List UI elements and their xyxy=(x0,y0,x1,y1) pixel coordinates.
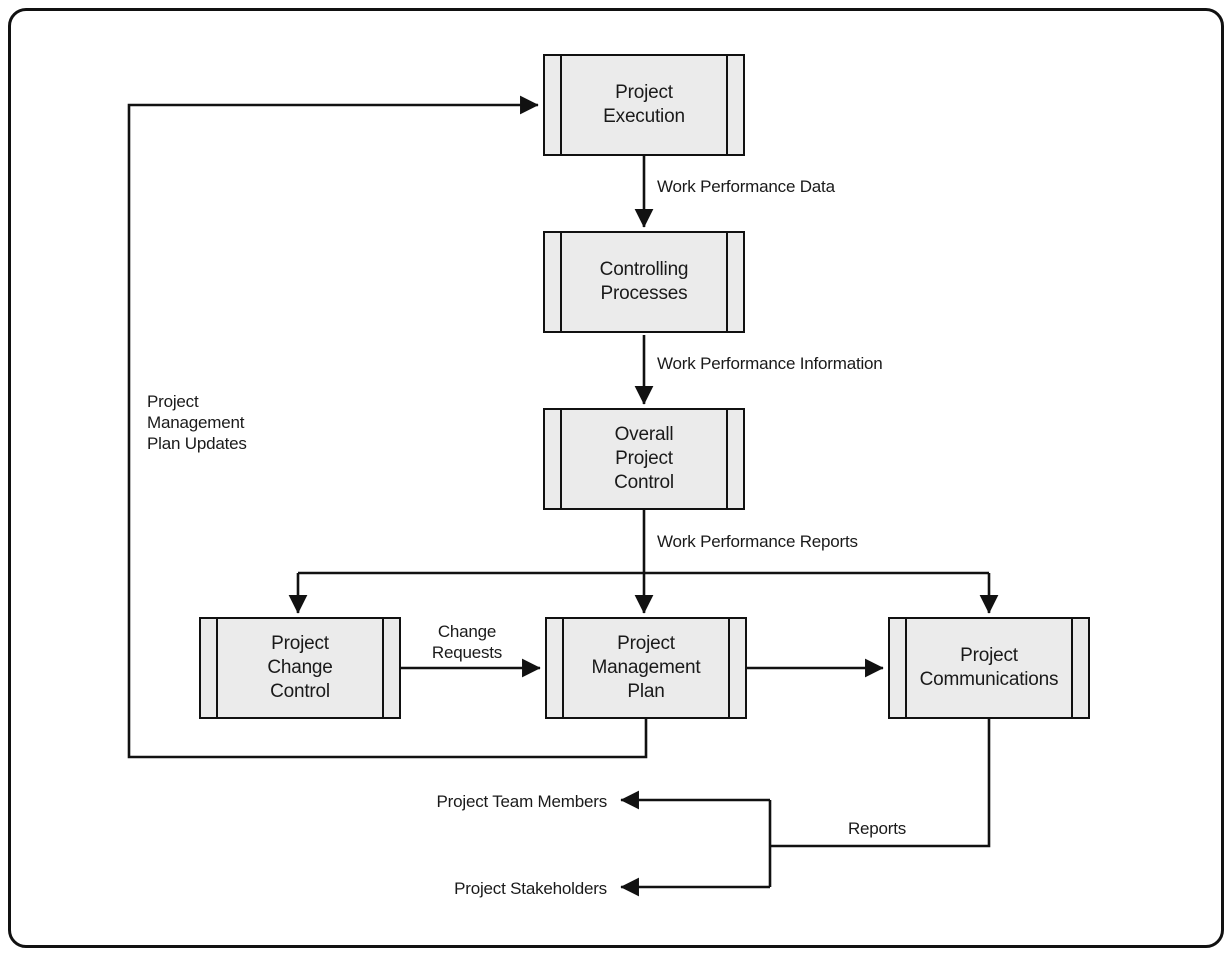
box-project-change-control: Project Change Control xyxy=(199,617,401,719)
label-work-performance-data: Work Performance Data xyxy=(657,177,835,196)
feedback-loop-plan-updates-line xyxy=(127,95,648,759)
box-project-management-plan-label: Project Management Plan xyxy=(591,633,701,702)
box-project-communications-label: Project Communications xyxy=(919,645,1059,690)
label-project-management-plan-updates: Project Management Plan Updates xyxy=(147,392,247,453)
label-work-performance-information: Work Performance Information xyxy=(657,354,883,373)
box-project-change-control-label: Project Change Control xyxy=(267,633,333,702)
box-project-execution: Project Execution xyxy=(543,54,745,156)
box-overall-project-control: Overall Project Control xyxy=(543,408,745,510)
box-project-communications: Project Communications xyxy=(888,617,1090,719)
label-project-stakeholders: Project Stakeholders xyxy=(454,879,607,898)
label-change-requests: Change Requests xyxy=(431,622,503,662)
box-overall-project-control-label: Overall Project Control xyxy=(614,424,674,493)
label-work-performance-reports: Work Performance Reports xyxy=(657,532,858,551)
box-controlling-processes: Controlling Processes xyxy=(543,231,745,333)
box-controlling-processes-label: Controlling Processes xyxy=(599,259,689,304)
label-reports: Reports xyxy=(847,819,907,838)
box-project-execution-label: Project Execution xyxy=(603,82,685,127)
box-project-management-plan: Project Management Plan xyxy=(545,617,747,719)
reports-line xyxy=(770,719,991,848)
diagram-border xyxy=(8,8,1224,948)
label-project-team-members: Project Team Members xyxy=(436,792,608,811)
